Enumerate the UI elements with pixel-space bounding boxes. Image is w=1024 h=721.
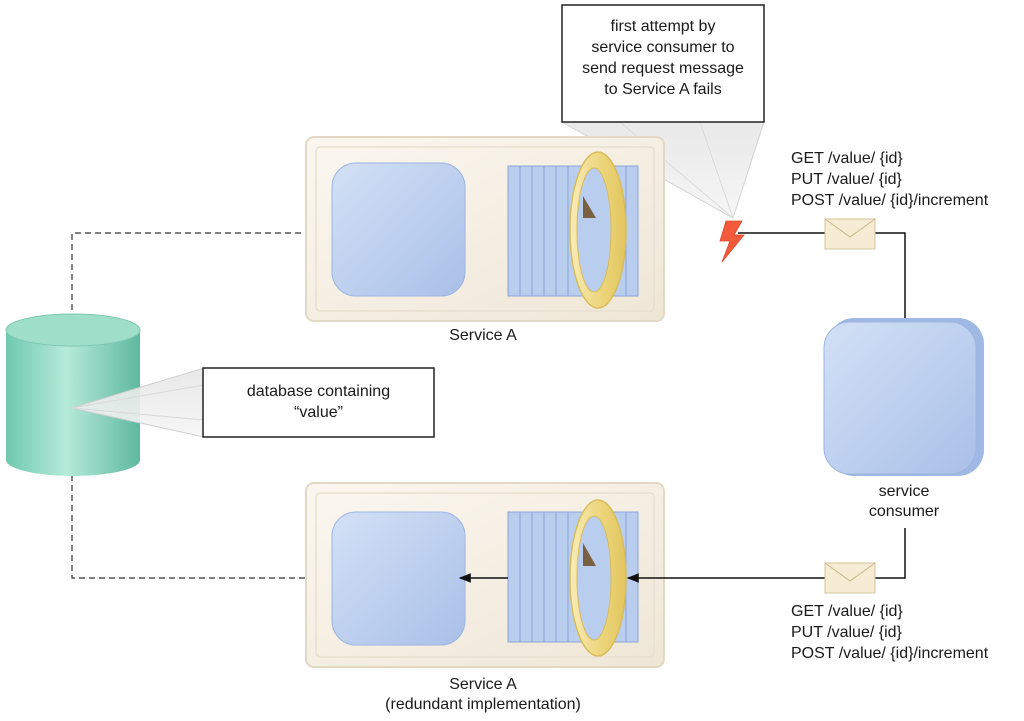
service-a-bottom-contract bbox=[507, 499, 639, 657]
messages-top: GET /value/ {id} PUT /value/ {id} POST /… bbox=[791, 148, 988, 211]
service-a-bottom-label: Service A (redundant implementation) bbox=[343, 675, 623, 715]
messages-bottom: GET /value/ {id} PUT /value/ {id} POST /… bbox=[791, 601, 988, 664]
envelope-icon-bottom bbox=[824, 562, 876, 594]
service-a-top-core bbox=[331, 162, 466, 297]
service-consumer-label-line-2: consumer bbox=[868, 503, 940, 520]
database-callout-box bbox=[202, 367, 435, 438]
message-top-put: PUT /value/ {id} bbox=[791, 171, 902, 188]
envelope-icon-top bbox=[824, 218, 876, 250]
service-a-bottom bbox=[305, 482, 665, 668]
message-bottom-post: POST /value/ {id}/increment bbox=[791, 645, 989, 662]
database-callout-line-1: database containing bbox=[246, 383, 391, 400]
message-bottom-get: GET /value/ {id} bbox=[791, 603, 903, 620]
service-a-bottom-label-line-1: Service A bbox=[449, 676, 517, 693]
database-cylinder bbox=[5, 313, 141, 476]
service-a-bottom-label-line-2: (redundant implementation) bbox=[385, 696, 581, 713]
failure-callout-line-2: service consumer to bbox=[591, 39, 735, 56]
database-callout-text: database containing “value” bbox=[203, 381, 434, 423]
db-link-bottom bbox=[71, 475, 332, 579]
message-top-get: GET /value/ {id} bbox=[791, 150, 903, 167]
database-callout-line-2: “value” bbox=[294, 404, 343, 421]
message-bottom-put: PUT /value/ {id} bbox=[791, 624, 902, 641]
failure-callout-line-3: send request message bbox=[582, 60, 744, 77]
failure-callout-text: first attempt by service consumer to sen… bbox=[562, 16, 764, 100]
service-a-top-label: Service A bbox=[449, 327, 517, 344]
service-a-top-contract bbox=[507, 151, 639, 309]
failure-callout-line-1: first attempt by bbox=[610, 18, 716, 35]
service-consumer bbox=[823, 318, 984, 476]
failure-callout-line-4: to Service A fails bbox=[604, 81, 722, 98]
service-consumer-label-line-1: service bbox=[878, 483, 930, 500]
request-path-top bbox=[738, 232, 906, 318]
service-a-top bbox=[305, 136, 665, 322]
service-consumer-label: service consumer bbox=[844, 482, 964, 522]
service-a-bottom-core bbox=[331, 511, 466, 646]
failure-callout-box bbox=[561, 4, 765, 123]
message-top-post: POST /value/ {id}/increment bbox=[791, 192, 989, 209]
db-link-top bbox=[71, 232, 332, 340]
request-path-bottom bbox=[626, 528, 906, 583]
failure-lightning-icon bbox=[719, 220, 745, 263]
